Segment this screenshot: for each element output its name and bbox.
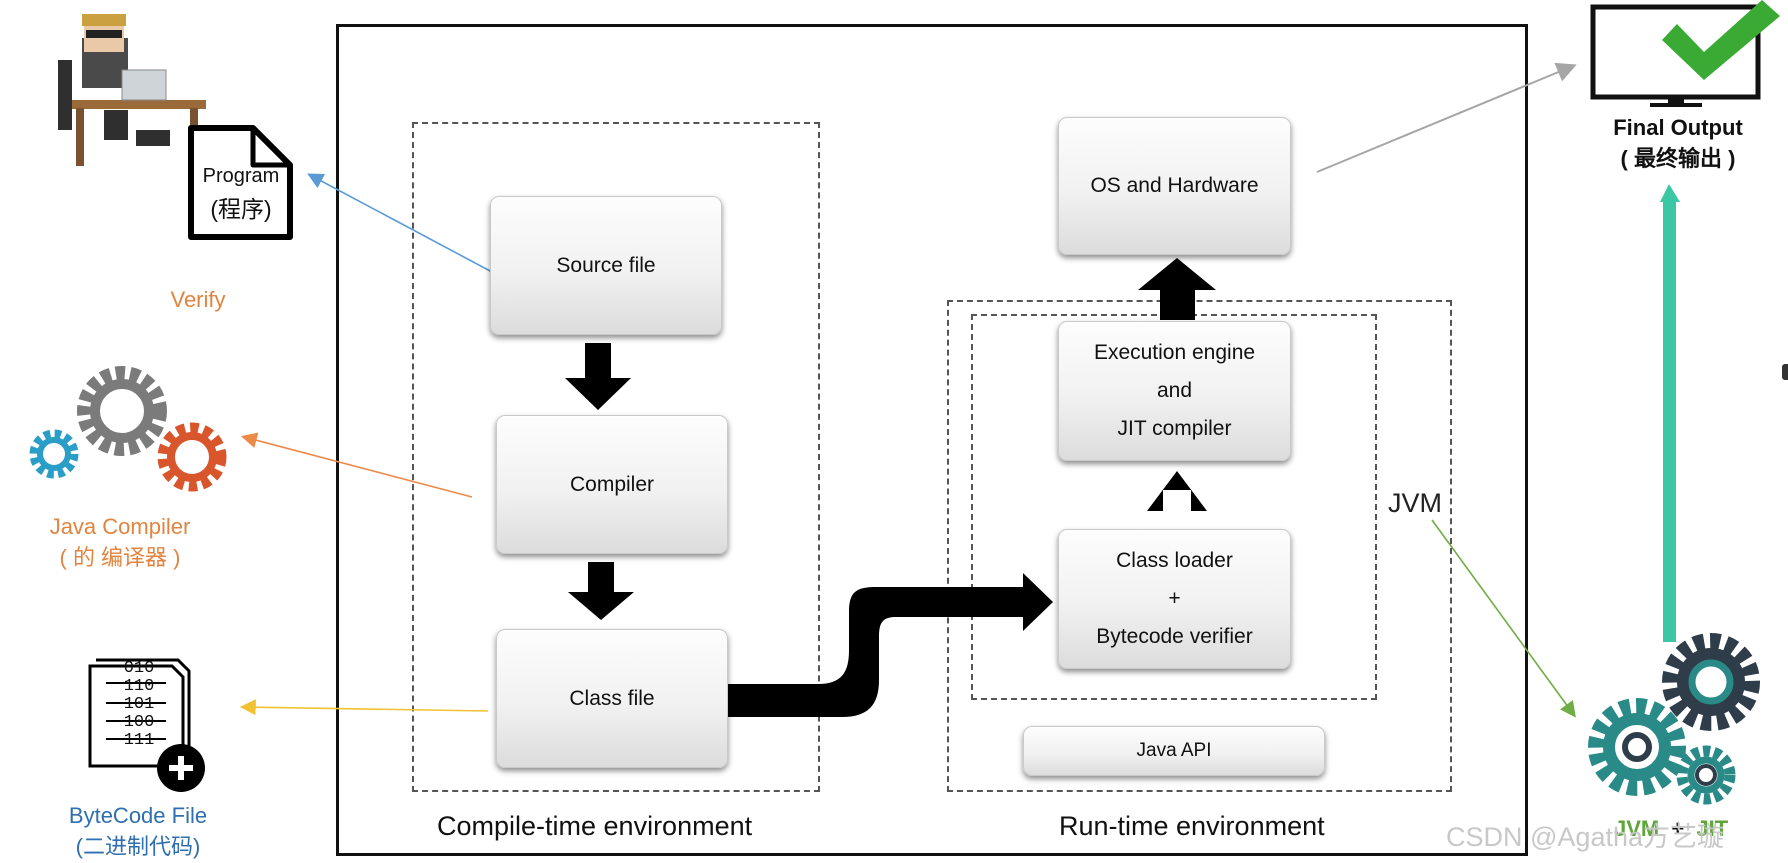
verify-arrow [307, 173, 493, 273]
final-output-monitor-icon [1590, 4, 1761, 107]
arrow-classfile-to-classloader [726, 573, 1053, 717]
final-output-arrow [1316, 62, 1577, 173]
java-compiler-gears-icon [29, 366, 227, 492]
bytecode-file-label-line2: (二进制代码) [75, 834, 201, 859]
verify-label: Verify [170, 287, 226, 312]
arrow-exec-to-os [1138, 258, 1216, 320]
bytecode-line: 010 [123, 659, 155, 678]
execution-engine-text: Execution engine and JIT compiler [1094, 334, 1255, 448]
final-output-line2: ( 最终输出 ) [1620, 146, 1736, 171]
jvm-jit-label: JVM + JIT [1614, 816, 1728, 842]
source-file-label: Source file [556, 253, 656, 277]
bytecode-doc-icon [88, 658, 205, 792]
compiler-box: Compiler [496, 415, 728, 554]
java-compiler-label-line1: Java Compiler [49, 514, 191, 539]
os-hardware-box: OS and Hardware [1058, 117, 1291, 255]
execution-engine-line2: and [1156, 379, 1193, 402]
execution-engine-line3: JIT compiler [1117, 417, 1232, 440]
compile-time-env-label: Compile-time environment [437, 811, 753, 841]
bytecode-line: 111 [123, 731, 155, 750]
arrow-classloader-to-exec [1147, 471, 1207, 511]
bytecode-file-label: ByteCode File (二进制代码) [48, 800, 228, 862]
teal-arrow-shaft [1663, 202, 1676, 642]
final-output-label: Final Output ( 最终输出 ) [1591, 112, 1765, 174]
jvm-jit-gears-icon [1588, 633, 1760, 805]
execution-engine-line1: Execution engine [1093, 341, 1256, 364]
edge-mark [1782, 364, 1788, 380]
teal-arrow-head [1660, 184, 1680, 202]
final-output-line1: Final Output [1613, 115, 1743, 140]
run-time-env-label: Run-time environment [1059, 811, 1325, 841]
class-loader-line1: Class loader [1116, 549, 1233, 572]
execution-engine-box: Execution engine and JIT compiler [1058, 321, 1291, 461]
class-loader-line3: Bytecode verifier [1096, 625, 1253, 648]
program-doc-icon [188, 125, 293, 240]
csdn-watermark: CSDN @Agatha方艺璇 [1446, 822, 1724, 852]
compile-time-env-box [412, 122, 820, 792]
jvm-jit-arrow [1431, 519, 1576, 718]
compiler-label: Compiler [569, 472, 655, 496]
arrow-compiler-to-classfile [568, 562, 634, 620]
program-doc-line2: (程序) [210, 196, 272, 222]
bytecode-line: 100 [123, 713, 155, 732]
programmer-illustration [58, 14, 206, 166]
check-icon [1662, 0, 1780, 80]
source-file-box: Source file [490, 196, 722, 335]
compiler-link-arrow [240, 432, 473, 498]
arrow-source-to-compiler [565, 343, 631, 410]
java-api-label: Java API [1136, 740, 1212, 761]
jvm-jit-label-jit: JIT [1696, 816, 1729, 841]
bytecode-line: 101 [123, 695, 155, 714]
jvm-jit-label-plus: + [1671, 816, 1685, 841]
diagram-frame [336, 24, 1528, 856]
program-doc-label: Program (程序) [195, 160, 287, 226]
bytecode-line: 110 [123, 677, 155, 696]
os-hardware-label: OS and Hardware [1090, 174, 1259, 197]
java-compiler-label-line2: ( 的 编译器 ) [59, 545, 181, 570]
java-compiler-label: Java Compiler ( 的 编译器 ) [30, 511, 210, 573]
class-loader-box: Class loader + Bytecode verifier [1058, 529, 1291, 669]
class-loader-text: Class loader + Bytecode verifier [1096, 542, 1252, 656]
jvm-label: JVM [1388, 488, 1442, 518]
jvm-jit-label-jvm: JVM [1614, 816, 1660, 841]
bytecode-file-label-line1: ByteCode File [68, 803, 208, 828]
class-loader-line2: + [1168, 587, 1181, 610]
bytecode-link-arrow [239, 699, 489, 716]
java-api-box: Java API [1023, 726, 1325, 776]
program-doc-line1: Program [202, 165, 280, 187]
class-file-label: Class file [569, 686, 655, 710]
class-file-box: Class file [496, 629, 728, 768]
bytecode-doc-lines: 010 110 101 100 111 [112, 660, 166, 750]
